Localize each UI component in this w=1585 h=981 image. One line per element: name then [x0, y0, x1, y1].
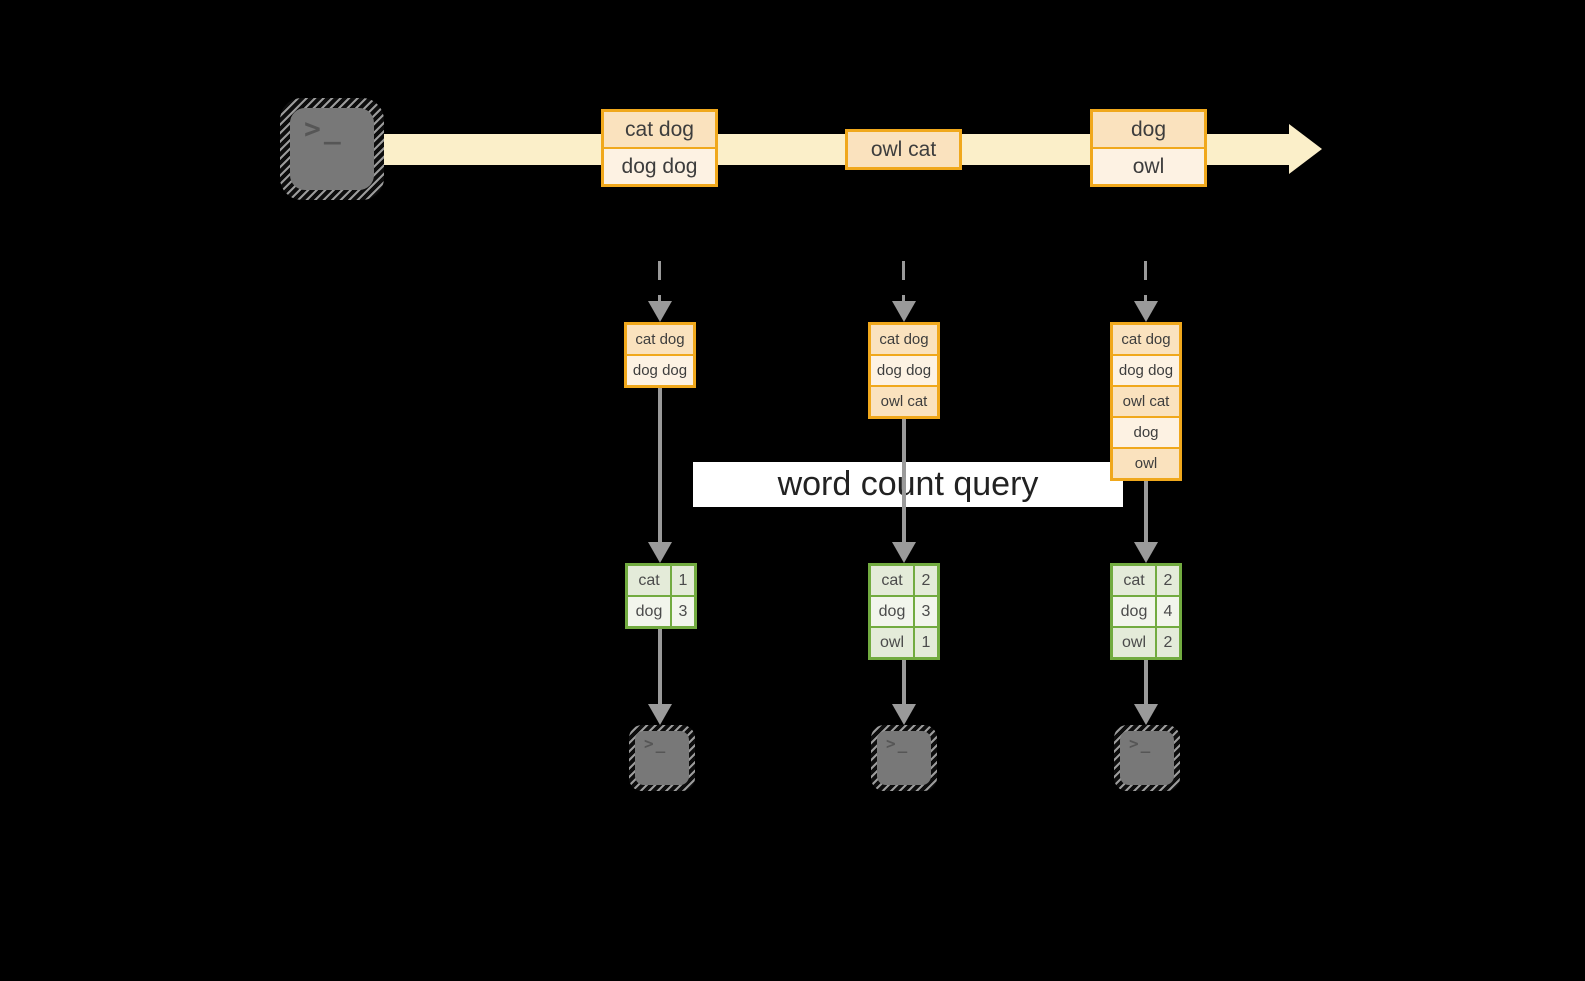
count-value: 2: [915, 566, 937, 595]
source-terminal-icon: >_: [280, 98, 384, 200]
stream-event-line: owl cat: [848, 132, 959, 167]
count-word: cat: [628, 566, 670, 595]
stream-arrowhead-icon: [1289, 124, 1322, 174]
arrowhead-icon: [1134, 542, 1158, 563]
count-row: cat 1: [628, 566, 694, 595]
stream-event-1: cat dog dog dog: [601, 109, 718, 187]
count-word: dog: [1113, 597, 1155, 626]
state-row: cat dog: [627, 325, 693, 354]
dashed-arrowhead-icon: [892, 301, 916, 322]
dashed-arrow-shaft: [902, 261, 905, 301]
count-word: dog: [871, 597, 913, 626]
dashed-arrowhead-icon: [1134, 301, 1158, 322]
count-value: 3: [672, 597, 694, 626]
count-row: cat 2: [871, 566, 937, 595]
stream-event-line: dog: [1093, 112, 1204, 147]
arrowhead-icon: [892, 704, 916, 725]
state-row: cat dog: [871, 325, 937, 354]
count-row: cat 2: [1113, 566, 1179, 595]
state-row: dog dog: [627, 354, 693, 385]
terminal-prompt-icon: >_: [1129, 734, 1153, 753]
terminal-screen: [1120, 731, 1174, 785]
arrowhead-icon: [648, 704, 672, 725]
arrowhead-icon: [892, 542, 916, 563]
state-row: cat dog: [1113, 325, 1179, 354]
count-value: 1: [915, 628, 937, 657]
count-table-3: cat 2 dog 4 owl 2: [1110, 563, 1182, 660]
state-row: dog: [1113, 416, 1179, 447]
count-value: 2: [1157, 566, 1179, 595]
count-row: dog 3: [871, 597, 937, 626]
state-box-3: cat dog dog dog owl cat dog owl: [1110, 322, 1182, 481]
state-row: dog dog: [871, 354, 937, 385]
terminal-prompt-icon: >_: [304, 112, 344, 145]
count-word: cat: [871, 566, 913, 595]
state-row: owl: [1113, 447, 1179, 478]
terminal-prompt-icon: >_: [886, 734, 910, 753]
query-label-banner: word count query: [693, 462, 1123, 507]
count-value: 4: [1157, 597, 1179, 626]
arrow-shaft: [902, 419, 906, 542]
state-row: dog dog: [1113, 354, 1179, 385]
count-value: 1: [672, 566, 694, 595]
count-word: dog: [628, 597, 670, 626]
count-row: owl 2: [1113, 628, 1179, 657]
stream-event-line: owl: [1093, 147, 1204, 184]
dashed-arrowhead-icon: [648, 301, 672, 322]
sink-terminal-icon-2: >_: [871, 725, 937, 791]
count-word: owl: [871, 628, 913, 657]
terminal-screen: [290, 108, 374, 190]
sink-terminal-icon-3: >_: [1114, 725, 1180, 791]
count-row: dog 3: [628, 597, 694, 626]
count-value: 2: [1157, 628, 1179, 657]
count-value: 3: [915, 597, 937, 626]
count-table-2: cat 2 dog 3 owl 1: [868, 563, 940, 660]
stream-event-3: dog owl: [1090, 109, 1207, 187]
arrow-shaft: [658, 629, 662, 704]
stream-event-line: dog dog: [604, 147, 715, 184]
dashed-arrow-shaft: [658, 261, 661, 301]
arrowhead-icon: [648, 542, 672, 563]
state-box-1: cat dog dog dog: [624, 322, 696, 388]
stream-event-line: cat dog: [604, 112, 715, 147]
count-table-1: cat 1 dog 3: [625, 563, 697, 629]
arrowhead-icon: [1134, 704, 1158, 725]
query-label: word count query: [777, 465, 1039, 503]
arrow-shaft: [1144, 660, 1148, 704]
arrow-shaft: [1144, 481, 1148, 542]
state-row: owl cat: [871, 385, 937, 416]
stream-event-2: owl cat: [845, 129, 962, 170]
terminal-prompt-icon: >_: [644, 734, 668, 753]
terminal-screen: [877, 731, 931, 785]
count-row: owl 1: [871, 628, 937, 657]
dashed-arrow-shaft: [1144, 261, 1147, 301]
state-box-2: cat dog dog dog owl cat: [868, 322, 940, 419]
arrow-shaft: [902, 660, 906, 704]
count-word: owl: [1113, 628, 1155, 657]
arrow-shaft: [658, 388, 662, 542]
count-row: dog 4: [1113, 597, 1179, 626]
terminal-screen: [635, 731, 689, 785]
sink-terminal-icon-1: >_: [629, 725, 695, 791]
state-row: owl cat: [1113, 385, 1179, 416]
count-word: cat: [1113, 566, 1155, 595]
